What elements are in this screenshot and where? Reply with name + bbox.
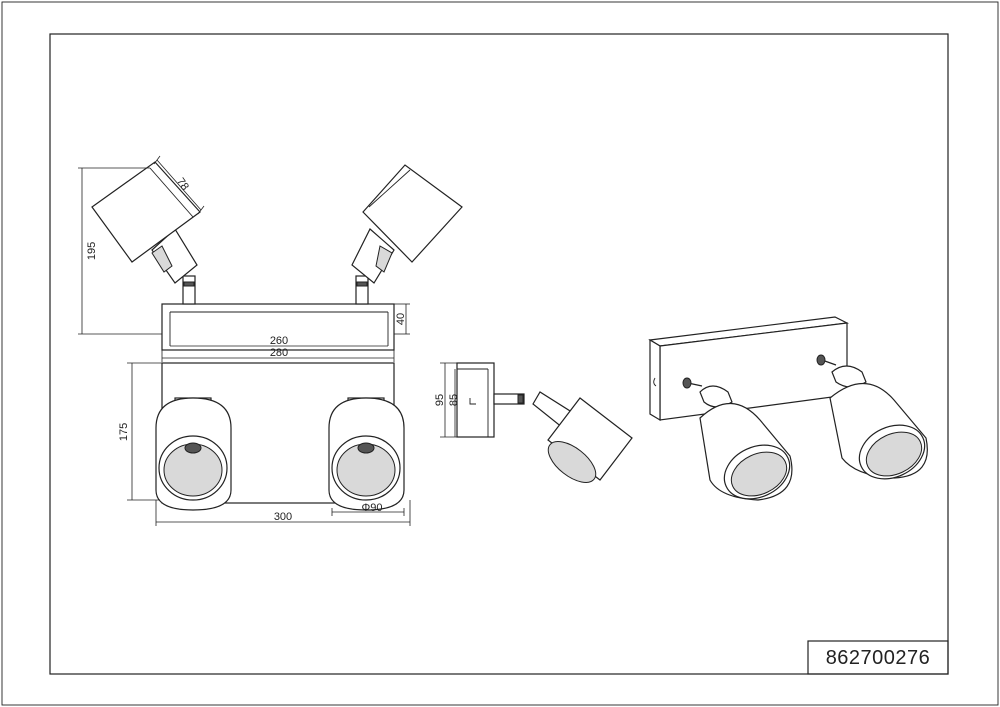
dim-base-width: 280	[270, 347, 288, 359]
side-view: 95 85	[434, 362, 633, 483]
inner-frame	[49, 33, 949, 675]
top-view: 175 300 Φ90	[118, 362, 411, 526]
left-shade-top	[155, 397, 232, 511]
part-number-box: 862700276	[807, 640, 949, 675]
dim-overall-height: 195	[86, 242, 98, 260]
perspective-spot-2	[816, 354, 928, 480]
dim-base-inner-width: 260	[270, 335, 288, 347]
perspective-view	[648, 316, 928, 501]
side-base	[456, 362, 495, 438]
perspective-spot-1	[682, 377, 793, 501]
dim-base-height: 40	[395, 313, 407, 325]
dim-projection: 175	[118, 423, 130, 441]
right-shade-top	[328, 397, 405, 511]
part-number: 862700276	[826, 647, 931, 669]
dim-side-height: 95	[434, 394, 446, 406]
right-spot	[351, 164, 463, 305]
dim-shade-diameter: Φ90	[361, 502, 382, 514]
left-spot	[91, 161, 201, 305]
dim-overall-width: 300	[274, 511, 292, 523]
dim-shade-depth: 78	[174, 176, 191, 193]
dim-side-inner-height: 85	[448, 394, 460, 406]
front-view: 195 78 40 260 280	[78, 155, 463, 362]
